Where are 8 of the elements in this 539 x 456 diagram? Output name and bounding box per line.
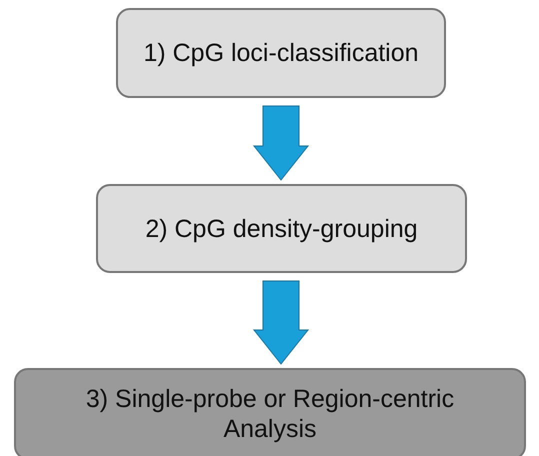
block-arrow <box>252 280 310 365</box>
step-label: 1) CpG loci-classification <box>143 38 419 68</box>
block-arrow <box>252 106 310 181</box>
process-box <box>14 368 526 456</box>
process-box <box>96 184 467 273</box>
process-box <box>116 8 446 98</box>
step-label: 2) CpG density-grouping <box>145 214 418 244</box>
step-label: 3) Single-probe or Region-centric Analysis <box>84 384 456 444</box>
